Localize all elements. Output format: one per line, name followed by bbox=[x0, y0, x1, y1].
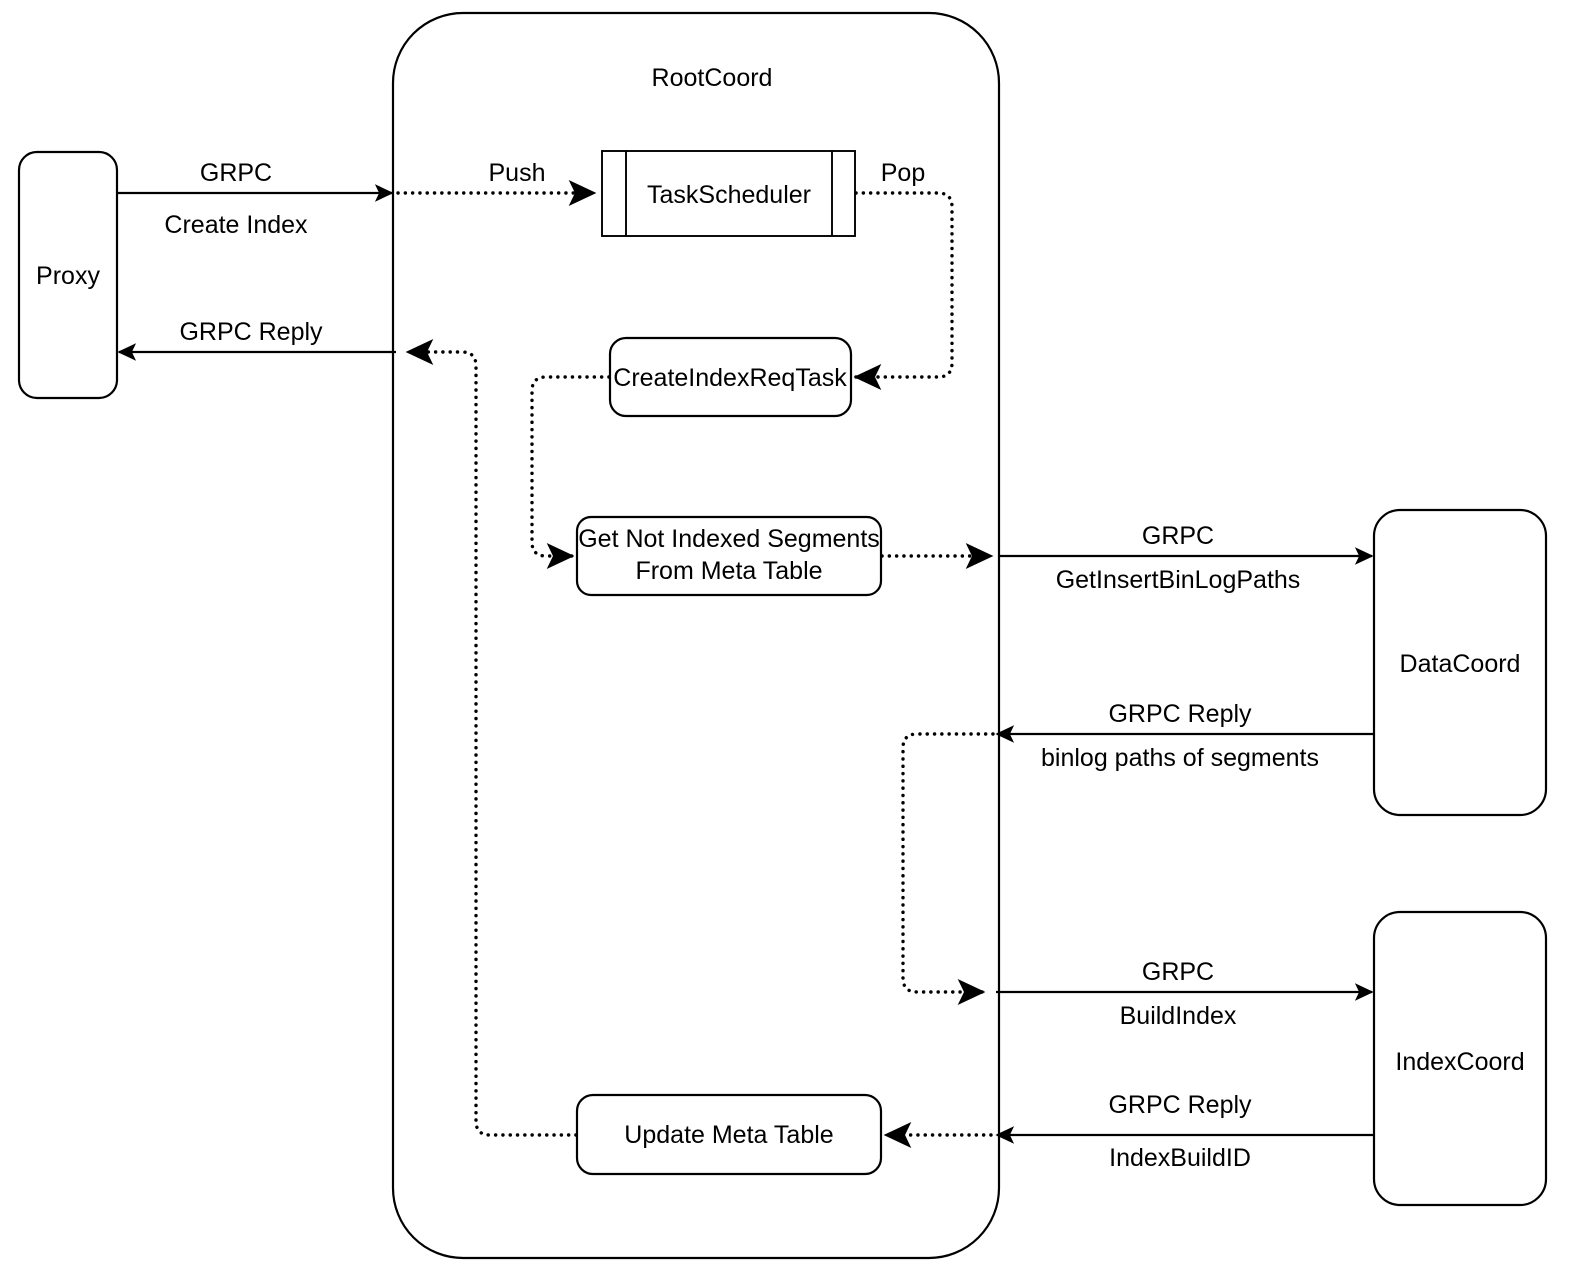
edge-pop-dotted bbox=[853, 191, 954, 391]
edge-pop-label: Pop bbox=[881, 159, 925, 187]
rootcoord-title: RootCoord bbox=[652, 64, 773, 92]
indexcoord-label: IndexCoord bbox=[1395, 1048, 1524, 1076]
edge-task-to-getsegments-dotted bbox=[530, 375, 611, 570]
indexcoord-node[interactable] bbox=[1372, 910, 1548, 1207]
proxy-node[interactable] bbox=[17, 150, 119, 400]
edge-rootcoord-to-indexcoord-label-top: GRPC bbox=[1142, 958, 1214, 986]
edge-push-label: Push bbox=[489, 159, 546, 187]
edge-rootcoord-to-proxy-label: GRPC Reply bbox=[179, 318, 323, 346]
edge-rootcoord-to-indexcoord-label-bottom: BuildIndex bbox=[1120, 1002, 1237, 1030]
edge-proxy-to-rootcoord-label-top: GRPC bbox=[200, 159, 272, 187]
task-scheduler-node[interactable] bbox=[601, 150, 856, 237]
edge-datacoord-to-rootcoord-label-bottom: binlog paths of segments bbox=[1041, 744, 1319, 772]
edge-rootcoord-to-datacoord-label-top: GRPC bbox=[1142, 522, 1214, 550]
update-meta-table-label: Update Meta Table bbox=[624, 1121, 833, 1149]
create-index-req-task-label: CreateIndexReqTask bbox=[613, 364, 847, 392]
task-scheduler-label: TaskScheduler bbox=[647, 181, 811, 209]
edge-indexcoord-to-rootcoord-label-bottom: IndexBuildID bbox=[1109, 1144, 1251, 1172]
datacoord-node[interactable] bbox=[1372, 508, 1548, 817]
edge-indexcoord-to-rootcoord-label-top: GRPC Reply bbox=[1108, 1091, 1252, 1119]
get-not-indexed-segments-line2: From Meta Table bbox=[635, 557, 822, 585]
datacoord-label: DataCoord bbox=[1400, 650, 1521, 678]
edge-binlog-to-buildindex-dotted bbox=[901, 732, 995, 1006]
rootcoord-container bbox=[391, 11, 1001, 1260]
edge-datacoord-to-rootcoord-label-top: GRPC Reply bbox=[1108, 700, 1252, 728]
get-not-indexed-segments-line1: Get Not Indexed Segments bbox=[578, 525, 880, 553]
edge-rootcoord-to-datacoord-label-bottom: GetInsertBinLogPaths bbox=[1056, 566, 1301, 594]
proxy-label: Proxy bbox=[36, 262, 100, 290]
edge-proxy-to-rootcoord-label-bottom: Create Index bbox=[164, 211, 308, 239]
